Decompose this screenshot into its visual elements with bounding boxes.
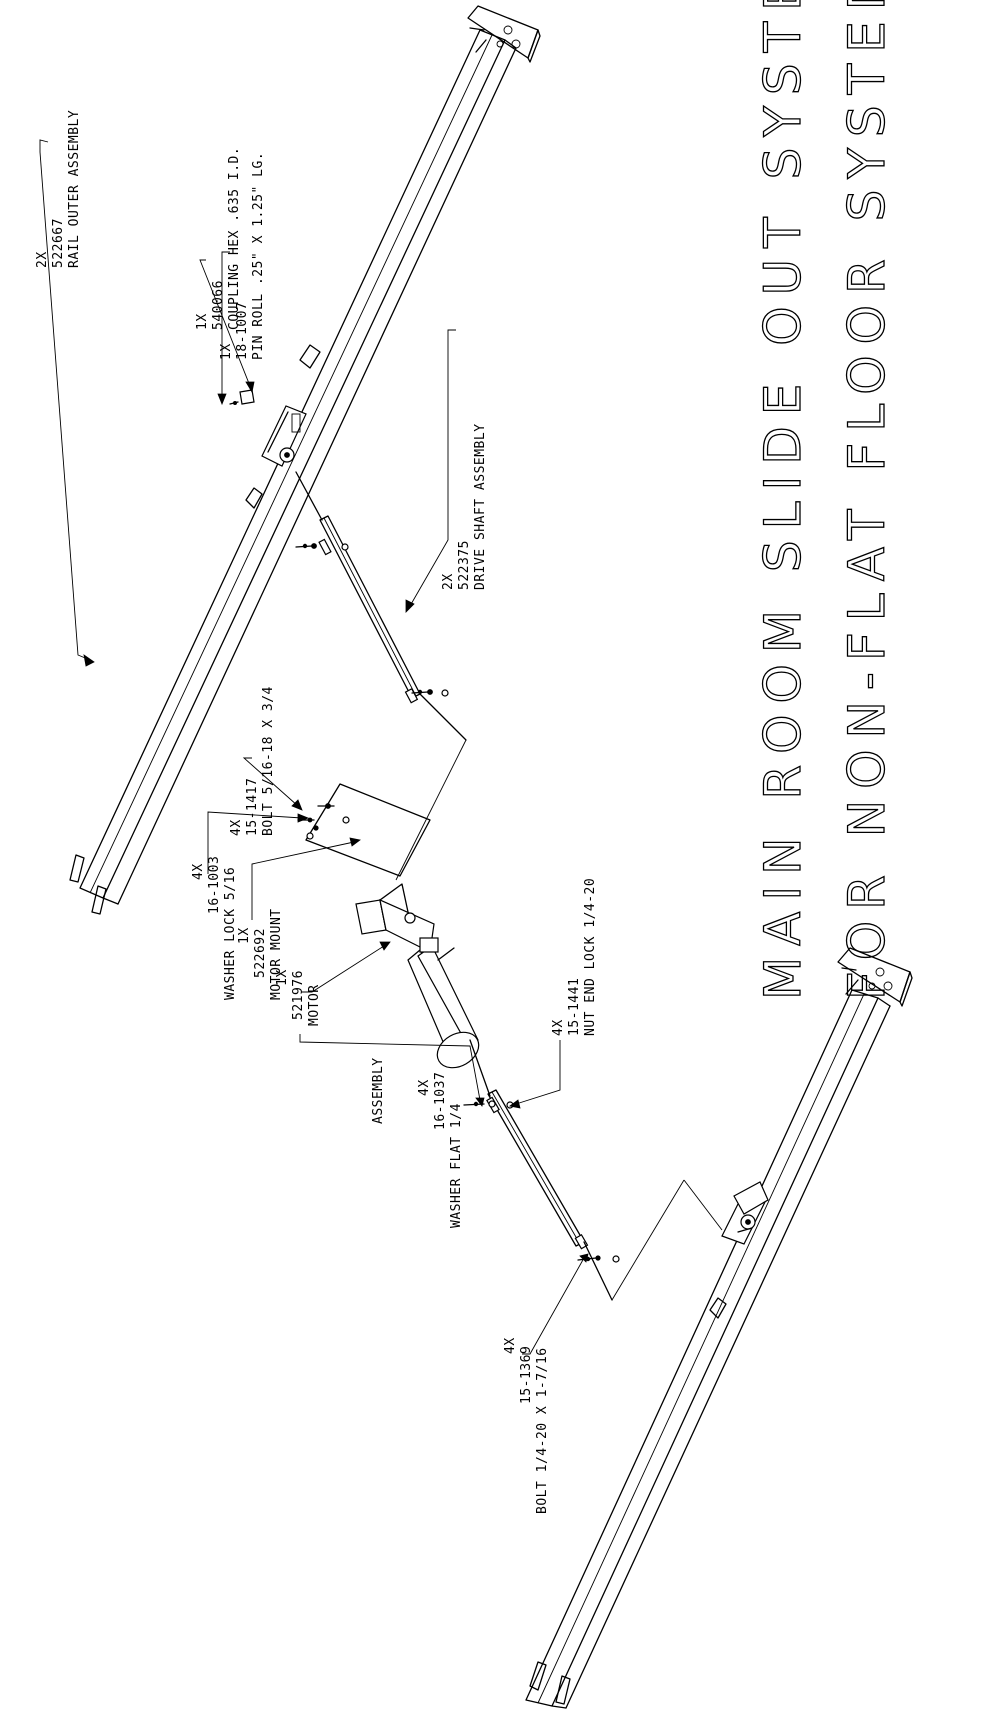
washer-lock-desc: WASHER LOCK 5/16 [223,867,238,1000]
motor-assembly [407,937,480,1069]
coupling-part: 540066 [211,280,226,330]
bolt-5-16-desc: BOLT 5/16-18 X 3/4 [261,686,276,836]
nut-desc: NUT END LOCK 1/4-20 [583,878,598,1036]
pin-roll-desc: PIN ROLL .25" X 1.25" LG. [251,152,266,360]
bolt-1-4-desc: BOLT 1/4-20 X 1-7/16 [535,1347,550,1514]
drive-shaft-part: 522375 [457,540,472,590]
washer-flat-part: 16-1037 [433,1072,448,1130]
washer-lock-part: 16-1003 [207,856,222,914]
title-line-1: MAIN ROOM SLIDE OUT SYSTEMS [754,0,812,1000]
rail-outer-part: 522667 [51,218,66,268]
nut-qty: 4X [551,1019,566,1036]
motor-mount [297,783,435,953]
callout-motor: 1X 521976 MOTOR [275,969,322,1026]
drive-shaft-lower [463,1039,723,1301]
drawing-title: MAIN ROOM SLIDE OUT SYSTEMS FOR NON-FLAT… [753,0,896,1001]
callout-rail-outer: 2X 522667 RAIL OUTER ASSEMBLY [35,110,82,268]
pin-roll-qty: 1X [219,343,234,360]
bolt-5-16-qty: 4X [229,819,244,836]
callout-washer-flat: 4X 16-1037 WASHER FLAT 1/4 [417,1072,464,1228]
callout-bolt-1-4: 4X 15-1369 BOLT 1/4-20 X 1-7/16 [503,1337,550,1514]
rail-outer-desc: RAIL OUTER ASSEMBLY [67,110,82,268]
callout-pin-roll: 1X 18-1007 PIN ROLL .25" X 1.25" LG. [219,152,266,360]
callout-nut: 4X 15-1441 NUT END LOCK 1/4-20 [551,878,598,1036]
drive-shaft-upper [295,471,467,881]
rail-outer-lower [525,947,913,1709]
motor-desc2: ASSEMBLY [371,1057,386,1124]
motor-mount-desc: MOTOR MOUNT [269,908,284,1000]
leader-lines [39,139,589,1355]
title-line-2: FOR NON-FLAT FLOOR SYSTEMS [838,0,896,1000]
bolt-1-4-qty: 4X [503,1337,518,1354]
bolt-1-4-part: 15-1369 [519,1346,534,1404]
callout-coupling: 1X 540066 COUPLING HEX .635 I.D. [195,147,242,330]
drive-shaft-desc: DRIVE SHAFT ASSEMBLY [473,423,488,590]
motor-desc1: MOTOR [307,984,322,1026]
washer-lock-qty: 4X [191,863,206,880]
rail-outer-qty: 2X [35,251,50,268]
rail-outer-upper [69,5,541,915]
motor-mount-qty: 1X [237,927,252,944]
pin-roll-part: 18-1007 [235,302,250,360]
motor-mount-part: 522692 [253,928,268,978]
washer-flat-desc: WASHER FLAT 1/4 [449,1103,464,1228]
callout-drive-shaft: 2X 522375 DRIVE SHAFT ASSEMBLY [441,423,488,590]
callout-motor-mount: 1X 522692 MOTOR MOUNT [237,908,284,1000]
motor-part: 521976 [291,970,306,1020]
coupling-qty: 1X [195,313,210,330]
callout-bolt-5-16: 4X 15-1417 BOLT 5/16-18 X 3/4 [229,686,276,836]
callout-washer-lock: 4X 16-1003 WASHER LOCK 5/16 [191,856,238,1000]
bolt-5-16-part: 15-1417 [245,778,260,836]
washer-flat-qty: 4X [417,1079,432,1096]
callout-motor-assembly-word: ASSEMBLY [371,1057,386,1124]
motor-qty: 1X [275,969,290,986]
nut-part: 15-1441 [567,978,582,1036]
drive-shaft-qty: 2X [441,573,456,590]
coupling-desc: COUPLING HEX .635 I.D. [227,147,242,330]
